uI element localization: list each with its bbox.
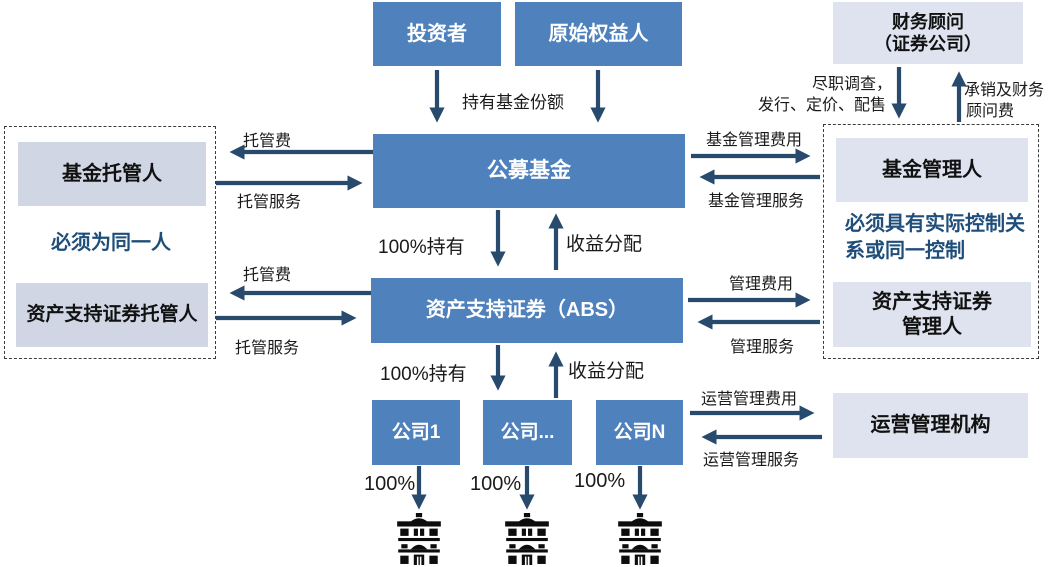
label-hold-fund-shares: 持有基金份额: [462, 93, 564, 112]
building-icon: [504, 513, 550, 567]
node-ops-manager: 运营管理机构: [833, 393, 1028, 458]
node-investor: 投资者: [373, 2, 501, 66]
label-ops-fee: 运营管理费用: [701, 391, 798, 408]
abs-manager-line1: 资产支持证券: [872, 290, 992, 313]
manager-note-line2: 系或同一控制: [845, 240, 965, 262]
label-underwriting-line2: 顾问费: [966, 103, 1015, 120]
label-fund-mgmt-fee: 基金管理费用: [706, 132, 803, 149]
building-icon: [396, 513, 442, 567]
abs-manager-line2: 管理人: [902, 315, 962, 338]
node-abs-manager: 资产支持证券 管理人: [833, 282, 1031, 347]
label-mgmt-service: 管理服务: [730, 339, 795, 356]
label-mgmt-fee: 管理费用: [729, 276, 794, 293]
label-ops-service: 运营管理服务: [703, 452, 800, 469]
custodian-group-frame: [4, 126, 216, 359]
label-pct-2: 100%: [470, 473, 522, 495]
label-custody-fee-bottom: 托管费: [243, 267, 292, 284]
financial-advisor-line2: （证券公司）: [874, 34, 982, 54]
label-custody-service-bottom: 托管服务: [235, 340, 300, 357]
node-financial-advisor: 财务顾问 （证券公司）: [833, 2, 1023, 64]
label-due-diligence-line1: 尽职调查，: [812, 76, 893, 93]
label-fund-mgmt-service: 基金管理服务: [708, 193, 805, 210]
manager-note-line1: 必须具有实际控制关: [845, 213, 1025, 235]
label-underwriting-line1: 承销及财务: [964, 82, 1045, 99]
node-public-fund: 公募基金: [373, 134, 685, 208]
manager-group-frame: [823, 124, 1039, 359]
label-hold-100-upper: 100%持有: [378, 237, 465, 258]
financial-advisor-line1: 财务顾问: [892, 11, 964, 32]
node-companyN: 公司N: [596, 400, 683, 465]
label-custody-fee-top: 托管费: [243, 133, 292, 150]
node-company1: 公司1: [372, 400, 460, 465]
label-hold-100-lower: 100%持有: [380, 364, 467, 385]
label-custody-service-top: 托管服务: [237, 194, 302, 211]
label-due-diligence-line2: 发行、定价、配售: [758, 97, 887, 114]
node-abs: 资产支持证券（ABS）: [371, 278, 683, 343]
node-originator: 原始权益人: [515, 2, 682, 66]
label-pct-1: 100%: [364, 473, 416, 495]
manager-note: 必须具有实际控制关 系或同一控制: [845, 211, 1025, 265]
node-fund-manager: 基金管理人: [836, 138, 1028, 202]
label-income-dist-lower: 收益分配: [568, 361, 645, 382]
node-fund-custodian: 基金托管人: [18, 142, 206, 206]
label-pct-3: 100%: [574, 470, 626, 492]
custodian-note: 必须为同一人: [51, 232, 171, 254]
node-company-dots: 公司...: [483, 400, 572, 465]
node-abs-custodian: 资产支持证券托管人: [16, 283, 208, 347]
building-icon: [617, 513, 663, 567]
label-income-dist-upper: 收益分配: [566, 234, 643, 255]
